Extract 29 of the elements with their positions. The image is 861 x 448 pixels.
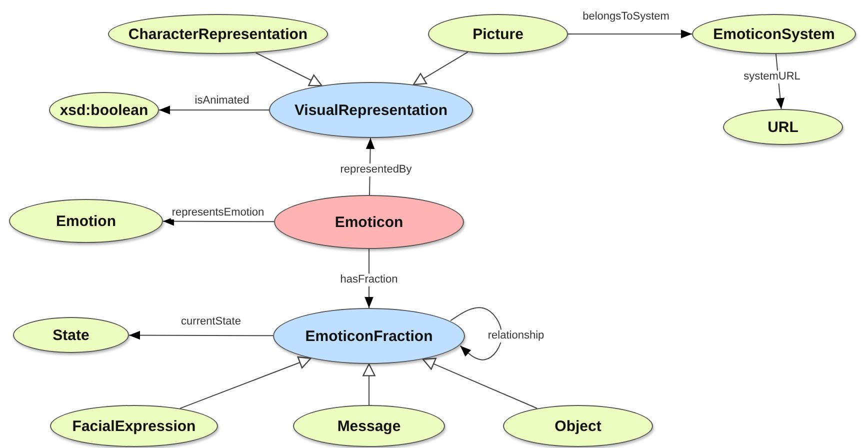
class-ellipse: Object — [503, 405, 653, 447]
subclass-arrow — [362, 363, 376, 406]
class-ellipse: Message — [293, 405, 445, 447]
class-ellipse: URL — [723, 109, 843, 145]
class-ellipse: VisualRepresentation — [269, 82, 473, 138]
property-arrow — [450, 307, 502, 360]
class-ellipse: EmoticonFraction — [273, 308, 465, 364]
subclass-arrow — [412, 52, 468, 86]
class-ellipse: FacialExpression — [50, 405, 218, 447]
class-ellipse: Picture — [428, 14, 568, 54]
class-ellipse: Emoticon — [274, 195, 464, 249]
property-arrow — [158, 106, 270, 114]
class-ellipse: CharacterRepresentation — [108, 14, 328, 54]
edge-label: hasFraction — [339, 274, 399, 286]
edge-label: relationship — [486, 330, 546, 342]
class-ellipse: xsd:boolean — [49, 92, 159, 128]
class-ellipse: State — [13, 317, 129, 353]
edge-label: systemURL — [742, 70, 802, 84]
property-arrow — [128, 330, 274, 340]
class-ellipse: Emotion — [9, 199, 163, 243]
edge-label: representsEmotion — [170, 206, 266, 220]
property-arrow — [568, 30, 692, 38]
edge-label: belongsToSystem — [582, 10, 670, 24]
subclass-arrow — [179, 356, 312, 409]
subclass-arrow — [422, 358, 538, 409]
edge-label: representedBy — [339, 164, 413, 176]
class-ellipse: EmoticonSystem — [692, 14, 856, 54]
property-arrow — [162, 216, 274, 226]
subclass-arrow — [255, 52, 322, 86]
